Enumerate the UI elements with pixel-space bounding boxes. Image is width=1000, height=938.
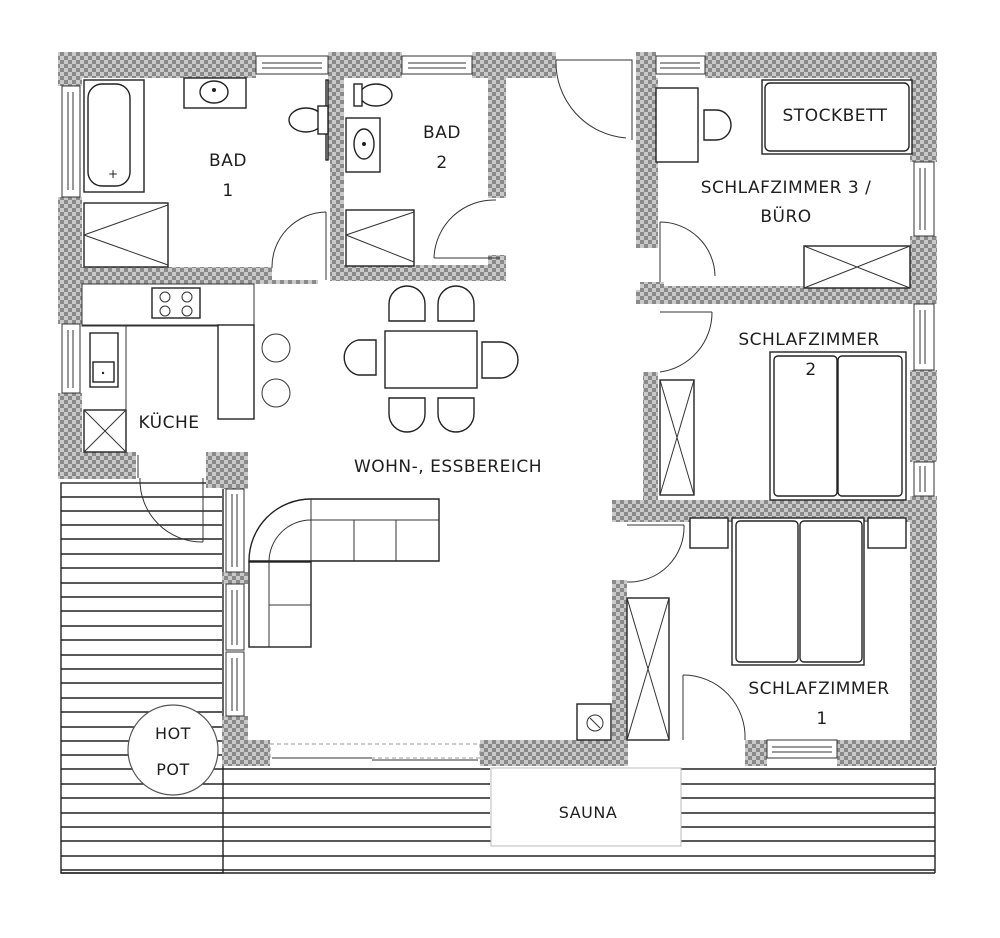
dining-table	[343, 285, 519, 433]
bedroom3-label-line1: SCHLAFZIMMER 3 /	[701, 178, 872, 198]
bedroom2-label-line2: 2	[805, 360, 816, 380]
kitchen-fixtures	[81, 283, 291, 453]
bedroom1-label-line1: SCHLAFZIMMER	[748, 679, 889, 699]
bad1-fixtures: +	[83, 77, 329, 268]
bad2-label-line1: BAD	[423, 123, 461, 143]
bad1-label-line1: BAD	[209, 151, 247, 171]
windows	[61, 55, 935, 761]
hot-pot-label-line1: HOT	[155, 724, 191, 743]
bedroom2-furniture	[659, 351, 907, 501]
living-label: WOHN-, ESSBEREICH	[354, 457, 542, 477]
sauna-label: SAUNA	[559, 803, 618, 822]
sauna: SAUNA	[490, 767, 682, 847]
stove	[576, 703, 612, 741]
bad2-fixtures	[345, 83, 415, 267]
bad1-label-line2: 1	[222, 181, 233, 201]
walls	[58, 52, 937, 766]
svg-text:+: +	[108, 167, 118, 181]
bedroom3-furniture	[655, 79, 913, 289]
bad2-label-line2: 2	[436, 153, 447, 173]
bedroom3-label-line2: BÜRO	[760, 205, 811, 227]
corner-sofa	[248, 498, 440, 648]
stockbett-label: STOCKBETT	[783, 106, 888, 126]
bedroom2-label-line1: SCHLAFZIMMER	[738, 330, 879, 350]
doors	[137, 59, 746, 741]
kitchen-label: KÜCHE	[138, 411, 199, 433]
bedroom1-furniture	[626, 517, 907, 741]
hot-pot: HOT POT	[127, 704, 219, 796]
bedroom1-label-line2: 1	[816, 709, 827, 729]
hot-pot-label-line2: POT	[156, 760, 190, 779]
